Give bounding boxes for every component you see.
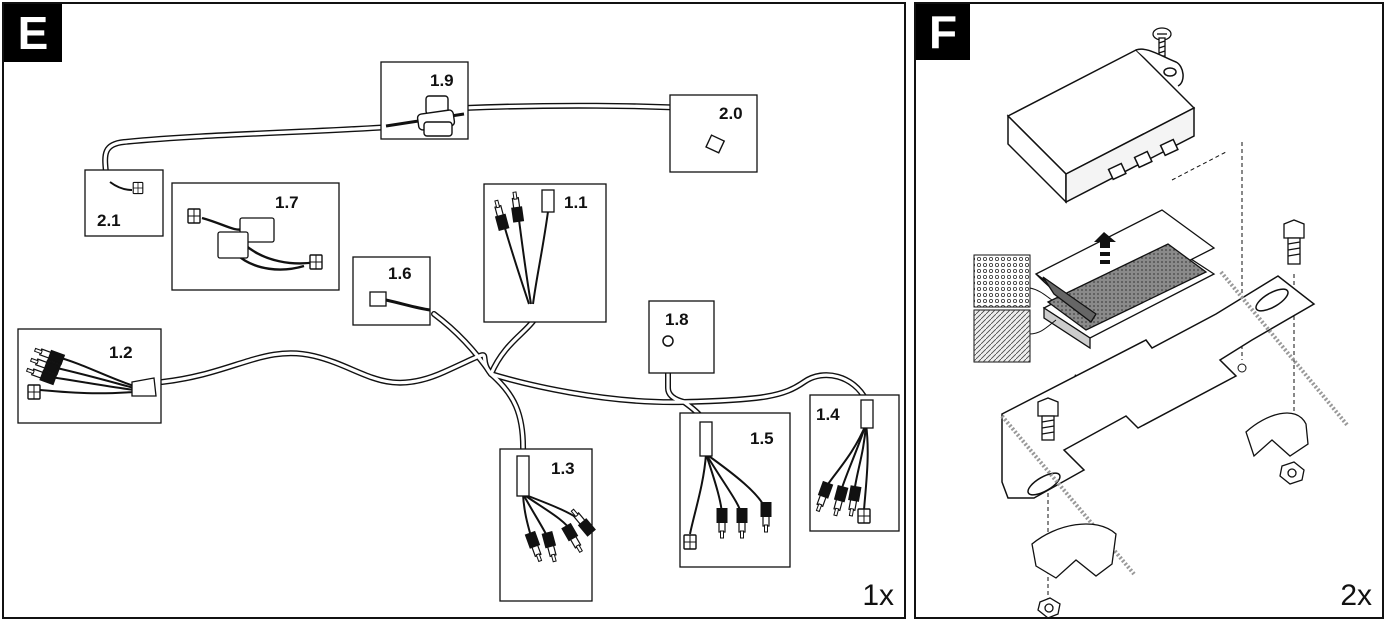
rca-plug-set-icon bbox=[812, 399, 874, 524]
rca-connector-bundle-icon bbox=[490, 189, 555, 305]
spring-clip-icon bbox=[1031, 523, 1117, 579]
quantity-label-f: 2x bbox=[1340, 579, 1372, 612]
end-connector-icon bbox=[705, 134, 726, 154]
callout-box-1-8 bbox=[648, 300, 715, 374]
callout-box-1-3 bbox=[499, 448, 593, 602]
callout-label-1-8: 1.8 bbox=[665, 310, 689, 329]
panel-e-wiring-harness: E 1x bbox=[2, 2, 906, 619]
callout-label-1-6: 1.6 bbox=[388, 264, 412, 283]
small-nut-icon bbox=[1237, 363, 1247, 373]
callout-label-1-4: 1.4 bbox=[816, 405, 840, 424]
panel-letter-f: F bbox=[916, 4, 970, 60]
spring-clip-icon bbox=[1245, 412, 1309, 458]
quantity-label-e: 1x bbox=[862, 579, 894, 612]
bolt-icon bbox=[1283, 219, 1305, 265]
bolt-icon bbox=[1037, 397, 1059, 441]
mounting-bracket-icon bbox=[1001, 275, 1316, 499]
panel-f-mounting: F 2x bbox=[914, 2, 1384, 619]
module-box-icon bbox=[1006, 48, 1196, 204]
callout-label-1-3: 1.3 bbox=[551, 459, 575, 478]
panel-letter-e: E bbox=[4, 4, 62, 62]
pin-connector-icon bbox=[369, 291, 431, 312]
small-connector-icon bbox=[109, 181, 144, 195]
callout-box-2-0 bbox=[669, 94, 758, 173]
callout-label-1-1: 1.1 bbox=[564, 193, 588, 212]
callout-label-1-2: 1.2 bbox=[109, 343, 133, 362]
velcro-swatch-hook-icon bbox=[973, 309, 1031, 363]
callout-box-1-5 bbox=[679, 412, 791, 568]
arrow-up-icon bbox=[1094, 232, 1116, 264]
rca-plug-set-icon bbox=[683, 421, 772, 550]
callout-label-2-0: 2.0 bbox=[719, 104, 743, 123]
callout-label-1-5: 1.5 bbox=[750, 429, 774, 448]
adapter-icon bbox=[187, 208, 323, 271]
velcro-swatch-loop-icon bbox=[973, 254, 1031, 308]
callout-label-1-7: 1.7 bbox=[275, 193, 299, 212]
callout-box-1-6 bbox=[352, 256, 431, 326]
fuse-holder-icon bbox=[385, 95, 465, 137]
rca-plug-set-icon bbox=[516, 455, 596, 564]
ring-terminal-icon bbox=[662, 335, 674, 347]
velcro-pad-icon bbox=[1034, 209, 1216, 350]
callout-box-2-1 bbox=[84, 169, 164, 237]
nut-icon bbox=[1037, 597, 1061, 617]
mounting-diagram bbox=[973, 27, 1350, 617]
rca-plug-set-icon bbox=[24, 344, 157, 400]
harness-wires bbox=[102, 102, 869, 455]
callout-label-1-9: 1.9 bbox=[430, 71, 454, 90]
nut-icon bbox=[1279, 461, 1305, 485]
harness-diagram: 1.9 2.0 2.1 1.7 1.1 1.6 1.8 1.2 1.4 1.5 … bbox=[17, 61, 900, 602]
threaded-rods bbox=[1000, 270, 1350, 576]
callout-label-2-1: 2.1 bbox=[97, 211, 121, 230]
callout-labels: 1.9 2.0 2.1 1.7 1.1 1.6 1.8 1.2 1.4 1.5 … bbox=[97, 71, 840, 478]
screw-icon bbox=[1152, 27, 1172, 57]
